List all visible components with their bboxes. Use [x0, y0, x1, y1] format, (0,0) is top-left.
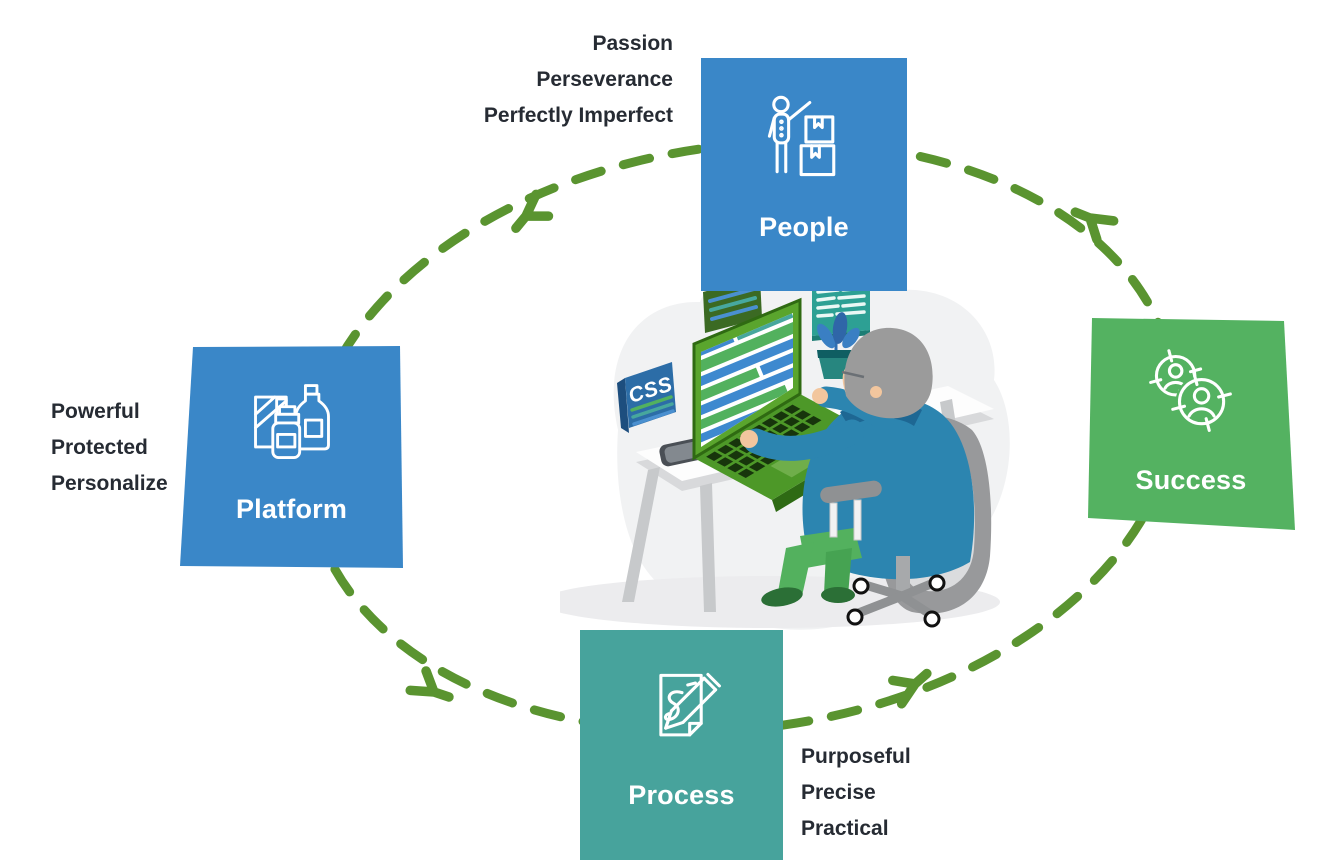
node-label-platform: Platform: [235, 494, 348, 524]
node-label-success: Success: [1135, 465, 1247, 495]
cycle-arrowhead-top-left: [511, 189, 554, 233]
legs: [761, 528, 862, 607]
process-traits: Purposeful Precise Practical: [801, 739, 911, 847]
cycle-arrowhead-bottom-left: [405, 666, 454, 702]
document-pencil-icon: [658, 672, 721, 737]
cycle-arrowhead-top-right: [1070, 207, 1119, 245]
left-hand: [740, 430, 758, 448]
node-success[interactable]: Success: [1088, 318, 1295, 530]
medicine-bottles-icon: [253, 384, 330, 459]
css-card: CSS: [617, 362, 676, 433]
trait-practical: Practical: [801, 817, 889, 840]
target-users-icon: [1149, 349, 1232, 432]
node-label-people: People: [759, 212, 849, 242]
glasses: [841, 370, 865, 379]
node-label-process: Process: [628, 780, 735, 810]
floating-card-green: [703, 277, 762, 333]
node-platform[interactable]: Platform: [180, 346, 403, 568]
trait-purposeful: Purposeful: [801, 745, 911, 768]
trait-precise: Precise: [801, 781, 876, 804]
person: [740, 327, 975, 607]
plant: [817, 312, 860, 379]
platform-traits: Powerful Protected Personalize: [51, 394, 168, 502]
hair: [844, 327, 933, 419]
node-process[interactable]: Process: [580, 630, 783, 860]
node-people[interactable]: People: [701, 58, 907, 291]
trait-perseverance: Perseverance: [536, 68, 673, 91]
cycle-arrowhead-bottom-right: [888, 668, 932, 709]
ear: [870, 386, 882, 398]
center-illustration: CSS: [560, 271, 1010, 630]
trait-passion: Passion: [592, 32, 673, 55]
chair-base: [846, 556, 946, 628]
right-hand: [812, 388, 828, 404]
trait-protected: Protected: [51, 436, 148, 459]
people-traits: Passion Perseverance Perfectly Imperfect: [484, 26, 673, 134]
trait-personalize: Personalize: [51, 472, 168, 495]
chair-armrest: [820, 480, 882, 541]
person-with-boxes-icon: [767, 95, 836, 177]
trait-perfectly-imperfect: Perfectly Imperfect: [483, 104, 673, 127]
trait-powerful: Powerful: [51, 400, 140, 423]
